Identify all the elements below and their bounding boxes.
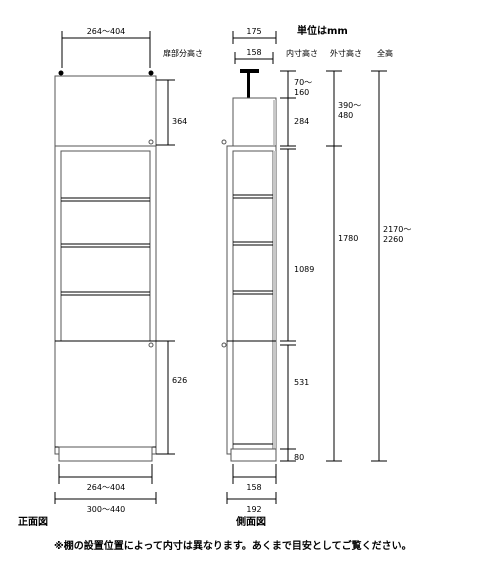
door-height-header: 扉部分高さ <box>163 48 203 58</box>
top-unit-height-line-1: 390～ <box>338 101 361 110</box>
top-unit-height: 390～480 <box>338 101 361 120</box>
footnote: ※棚の設置位置によって内寸は異なります。あくまで目安としてご覧ください。 <box>54 539 412 552</box>
front-bottom-inner-width: 264～404 <box>87 483 126 492</box>
side-view: 175 158 158 192 側面図 <box>221 27 277 528</box>
side-inner-cavity <box>232 150 274 450</box>
total-height-line-2: 2260 <box>383 235 403 244</box>
bottom-compartment-height: 531 <box>294 378 309 387</box>
front-outer-width: 300～440 <box>87 505 126 514</box>
front-fixture-left-icon <box>58 70 64 76</box>
side-top-hinge-icon <box>221 139 227 145</box>
front-top-hinge-icon <box>148 139 154 145</box>
ceiling-gap-line-2: 160 <box>294 88 309 97</box>
side-plinth <box>230 448 277 462</box>
total-height: 2170～2260 <box>383 225 411 244</box>
front-door-bottom-height: 626 <box>172 376 187 385</box>
front-top-unit <box>54 75 157 147</box>
side-inner-depth-top: 158 <box>246 48 261 57</box>
side-top-depth: 175 <box>246 27 261 36</box>
tension-rod <box>247 73 250 98</box>
front-view-label: 正面図 <box>18 516 48 528</box>
unit-label: 単位はmm <box>297 24 348 37</box>
inner-height-dimensions: 70～160 284 1089 531 80 <box>280 70 314 462</box>
main-unit-height: 1780 <box>338 234 358 243</box>
total-height-header: 全高 <box>377 48 393 58</box>
ceiling-gap: 70～160 <box>294 78 312 97</box>
side-bottom-hinge-icon <box>221 342 227 348</box>
top-compartment-height: 284 <box>294 117 309 126</box>
side-back-panel <box>273 151 276 449</box>
ceiling-gap-line-1: 70～ <box>294 78 312 87</box>
front-bottom-hinge-icon <box>148 342 154 348</box>
front-fixture-right-icon <box>148 70 154 76</box>
side-view-label: 側面図 <box>235 515 266 528</box>
plinth-height: 80 <box>294 453 304 462</box>
outer-height-dimensions: 390～480 1780 <box>326 70 361 462</box>
front-plinth <box>58 446 153 462</box>
front-view: 264～404 364 626 264～40 <box>18 27 187 528</box>
top-unit-height-line-2: 480 <box>338 111 353 120</box>
tension-rod-cap <box>240 69 259 73</box>
side-outer-depth: 192 <box>246 505 261 514</box>
side-top-unit-shadow <box>273 100 276 145</box>
front-top-inner-width: 264～404 <box>87 27 126 36</box>
outer-height-header: 外寸高さ <box>330 48 362 58</box>
side-top-unit <box>232 97 277 147</box>
total-height-dimension: 2170～2260 <box>371 70 411 462</box>
inner-height-header: 内寸高さ <box>286 48 318 58</box>
total-height-line-1: 2170～ <box>383 225 411 234</box>
front-door-top-height: 364 <box>172 117 187 126</box>
front-open-shelf-area <box>60 150 151 342</box>
side-bottom-inner-depth: 158 <box>246 483 261 492</box>
shelf-area-height: 1089 <box>294 265 314 274</box>
